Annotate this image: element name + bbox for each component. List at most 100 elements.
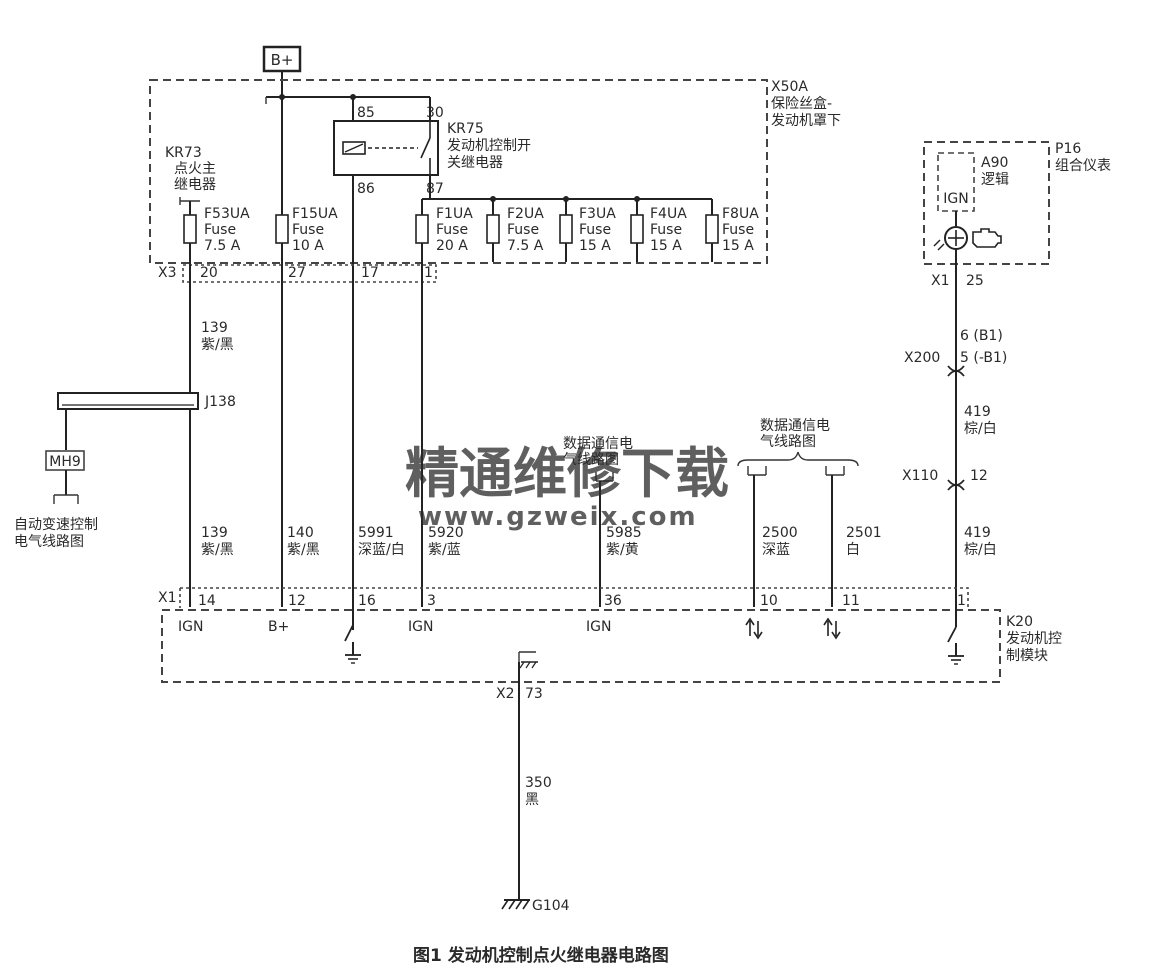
k20-label: K20 发动机控 制模块 — [1006, 614, 1062, 664]
svg-text:F3UA: F3UA — [579, 206, 616, 222]
ecm-control-switch-5991 — [344, 607, 354, 655]
wire-419-label-a: 419 棕/白 — [964, 404, 997, 437]
svg-text:紫/蓝: 紫/蓝 — [428, 542, 461, 558]
ecm-internal-ground — [518, 651, 538, 669]
x200-connector: 6 (B1) X200 5 (-B1) — [904, 328, 1007, 377]
svg-text:F2UA: F2UA — [507, 206, 544, 222]
wire-350-label: 350 黑 — [525, 775, 552, 808]
svg-text:1: 1 — [424, 265, 433, 281]
svg-text:36: 36 — [604, 593, 622, 609]
p16-label: P16 组合仪表 — [1055, 141, 1111, 174]
datacomm-ref-2: 数据通信电 气线路图 — [737, 418, 859, 476]
svg-text:J138: J138 — [204, 394, 236, 410]
svg-text:15 A: 15 A — [722, 238, 754, 254]
fuse-f3ua: F3UA Fuse 15 A — [559, 199, 616, 262]
svg-text:86: 86 — [357, 181, 375, 197]
svg-text:发动机罩下: 发动机罩下 — [771, 113, 841, 129]
svg-text:关继电器: 关继电器 — [447, 155, 503, 171]
battery-label: B+ — [271, 51, 294, 69]
chassis-ground-icon — [501, 893, 530, 910]
wire-2500-label: 2500 深蓝 — [762, 525, 798, 558]
svg-text:350: 350 — [525, 775, 552, 791]
fuse-f4ua: F4UA Fuse 15 A — [630, 199, 687, 262]
svg-text:12: 12 — [970, 468, 988, 484]
fuse-f15ua: F15UA Fuse 10 A — [275, 97, 338, 262]
svg-text:紫/黑: 紫/黑 — [287, 542, 320, 558]
svg-text:20 A: 20 A — [436, 238, 468, 254]
svg-text:Fuse: Fuse — [436, 222, 468, 238]
svg-text:X110: X110 — [902, 468, 938, 484]
x110-connector: X110 12 — [902, 468, 988, 491]
svg-text:K20: K20 — [1006, 614, 1033, 630]
svg-text:IGN: IGN — [408, 619, 433, 635]
svg-text:Fuse: Fuse — [507, 222, 539, 238]
svg-text:7.5 A: 7.5 A — [507, 238, 544, 254]
datacomm-ref-1: 数据通信电 气线路图 — [563, 436, 633, 482]
fuse-f53ua: F53UA Fuse 7.5 A — [183, 206, 250, 262]
svg-text:419: 419 — [964, 404, 991, 420]
engine-icon — [972, 228, 1002, 248]
svg-text:25: 25 — [966, 273, 984, 289]
svg-text:逻辑: 逻辑 — [981, 172, 1009, 188]
wire-140-label: 140 紫/黑 — [287, 525, 320, 558]
wire-2501-label: 2501 白 — [846, 525, 882, 558]
svg-text:数据通信电: 数据通信电 — [563, 436, 633, 452]
ground-icon — [345, 654, 361, 664]
svg-text:保险丝盒-: 保险丝盒- — [771, 95, 832, 112]
tcm-reference-label: 自动变速控制 电气线路图 — [14, 517, 98, 550]
watermark-url: www.gzweix.com — [418, 502, 698, 532]
p16-outline — [923, 141, 1050, 265]
svg-text:17: 17 — [361, 265, 379, 281]
svg-text:F53UA: F53UA — [204, 206, 250, 222]
a90-logic: IGN A90 逻辑 — [937, 152, 1009, 212]
svg-text:16: 16 — [358, 593, 376, 609]
fuse-f1ua: F1UA Fuse 20 A — [415, 199, 473, 262]
svg-text:10 A: 10 A — [292, 238, 324, 254]
wire-5920-label: 5920 紫/蓝 — [428, 525, 464, 558]
svg-text:5920: 5920 — [428, 525, 464, 541]
fusebox-outline — [149, 79, 768, 264]
svg-text:6 (B1): 6 (B1) — [960, 328, 1003, 344]
svg-text:白: 白 — [846, 542, 860, 558]
j138-splice: J138 — [57, 392, 236, 410]
svg-text:419: 419 — [964, 525, 991, 541]
figure-caption: 图1 发动机控制点火继电器电路图 — [413, 945, 669, 966]
mh9-connector: MH9 — [45, 450, 85, 471]
ecm-lamp-driver-switch — [947, 607, 957, 656]
svg-text:X1: X1 — [931, 273, 950, 289]
svg-text:27: 27 — [288, 265, 306, 281]
svg-text:继电器: 继电器 — [174, 177, 216, 193]
svg-text:1: 1 — [957, 593, 966, 609]
kr73-label: KR73 点火主 继电器 — [165, 145, 216, 193]
svg-text:20: 20 — [200, 265, 218, 281]
svg-text:X2: X2 — [496, 686, 515, 702]
wire-139-label-top: 139 紫/黑 — [201, 320, 234, 353]
svg-text:F1UA: F1UA — [436, 206, 473, 222]
svg-text:气线路图: 气线路图 — [563, 452, 619, 468]
svg-text:F8UA: F8UA — [722, 206, 759, 222]
k20-outline — [161, 609, 1001, 683]
svg-text:深蓝: 深蓝 — [762, 542, 790, 558]
battery-terminal: B+ — [262, 45, 302, 73]
svg-text:MH9: MH9 — [49, 454, 81, 470]
svg-text:KR73: KR73 — [165, 145, 202, 161]
svg-text:15 A: 15 A — [579, 238, 611, 254]
ground-icon — [948, 655, 964, 665]
svg-text:气线路图: 气线路图 — [760, 434, 816, 450]
svg-text:2500: 2500 — [762, 525, 798, 541]
svg-text:7.5 A: 7.5 A — [204, 238, 241, 254]
svg-text:X3: X3 — [158, 265, 177, 281]
svg-text:Fuse: Fuse — [579, 222, 611, 238]
check-engine-lamp-icon — [933, 226, 968, 251]
svg-text:发动机控: 发动机控 — [1006, 631, 1062, 647]
g104-label: G104 — [532, 898, 570, 914]
kr75-label: KR75 发动机控制开 关继电器 — [447, 121, 531, 171]
svg-text:紫/黑: 紫/黑 — [201, 542, 234, 558]
svg-text:A90: A90 — [981, 155, 1008, 171]
svg-text:73: 73 — [525, 686, 543, 702]
x1-ecm-connector: X1 14 12 16 3 36 10 11 1 — [158, 587, 969, 609]
svg-text:紫/黑: 紫/黑 — [201, 337, 234, 353]
kr73-contact — [179, 197, 200, 212]
svg-text:制模块: 制模块 — [1006, 648, 1048, 664]
svg-text:Fuse: Fuse — [204, 222, 236, 238]
